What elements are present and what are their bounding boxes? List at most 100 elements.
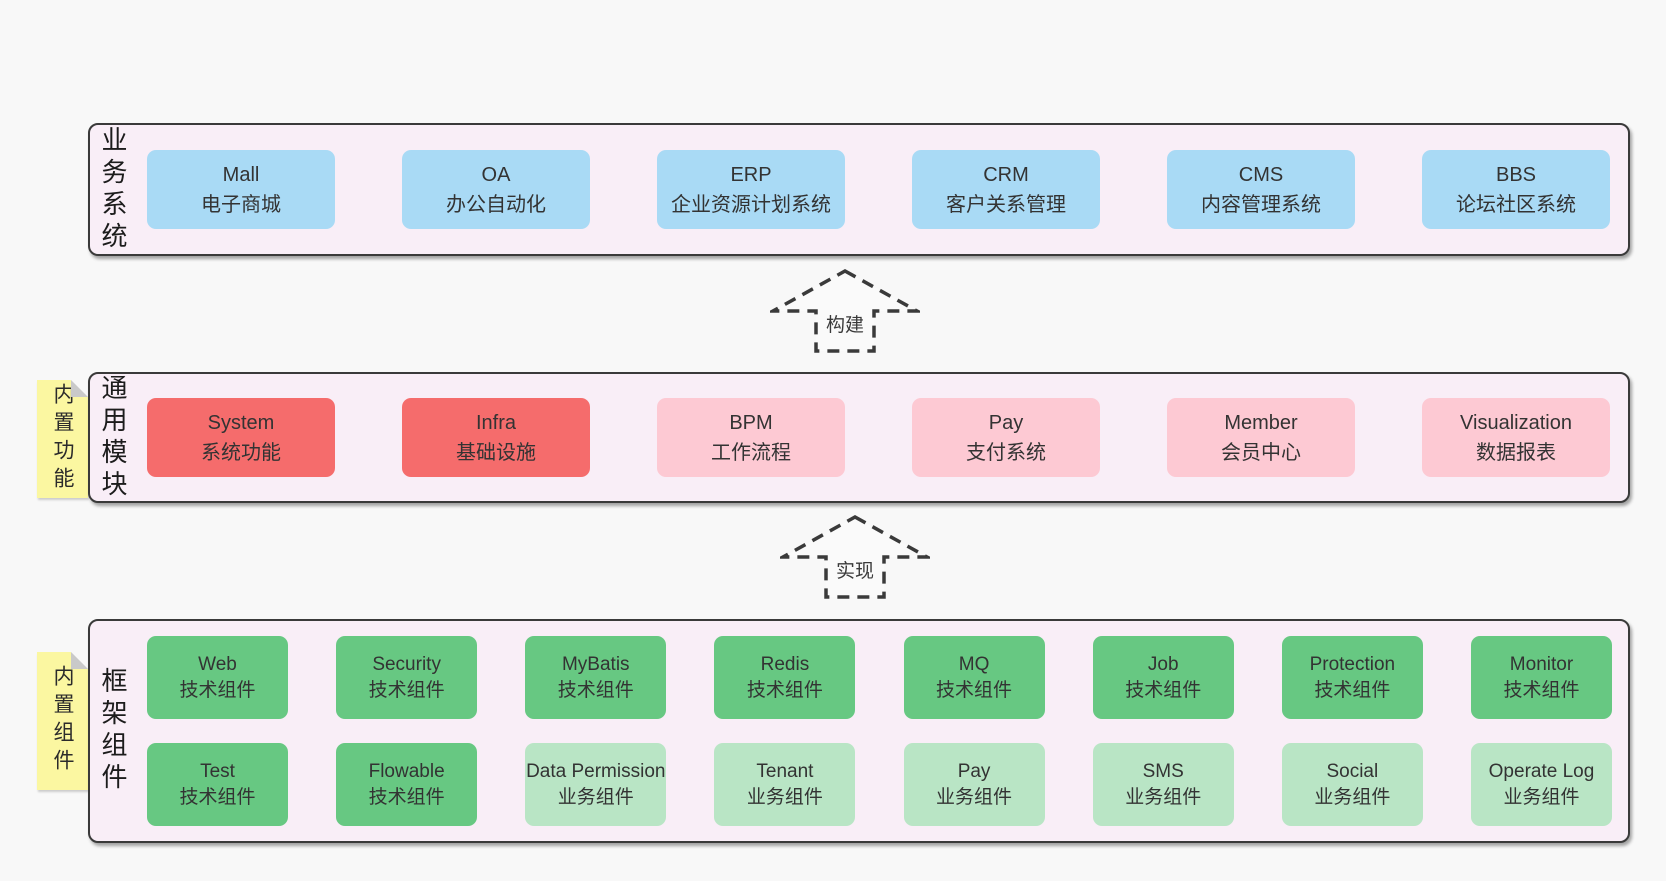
box-visualization: Visualization 数据报表 xyxy=(1422,398,1610,477)
box-subtitle: 内容管理系统 xyxy=(1201,193,1321,216)
box-job: Job 技术组件 xyxy=(1092,636,1234,719)
box-title: CRM xyxy=(983,163,1029,186)
box-subtitle: 技术组件 xyxy=(179,679,256,701)
components-row-2: Test 技术组件 Flowable 技术组件 Data Permission … xyxy=(147,743,1612,826)
box-subtitle: 业务组件 xyxy=(1125,786,1202,808)
box-title: Flowable xyxy=(368,760,445,782)
box-data-permission: Data Permission 业务组件 xyxy=(525,743,667,826)
box-subtitle: 技术组件 xyxy=(936,679,1013,701)
sticky-note-text: 内置功能 xyxy=(51,383,74,495)
box-subtitle: 基础设施 xyxy=(456,441,536,464)
business-boxes-row: Mall 电子商城 OA 办公自动化 ERP 企业资源计划系统 CRM 客户关系… xyxy=(147,125,1610,254)
box-title: Operate Log xyxy=(1488,760,1595,782)
box-title: System xyxy=(207,411,275,434)
box-title: Social xyxy=(1326,760,1379,782)
box-subtitle: 客户关系管理 xyxy=(946,193,1066,216)
box-oa: OA 办公自动化 xyxy=(402,150,590,229)
box-erp: ERP 企业资源计划系统 xyxy=(657,150,845,229)
box-title: Member xyxy=(1224,411,1298,434)
build-arrow: 构建 xyxy=(770,268,920,354)
components-layer-label: 框架组件 xyxy=(98,667,128,795)
sticky-note-built-in-components: 内置组件 xyxy=(37,652,88,790)
box-subtitle: 业务组件 xyxy=(1314,786,1391,808)
box-title: SMS xyxy=(1142,760,1184,782)
box-title: MyBatis xyxy=(561,653,630,675)
box-member: Member 会员中心 xyxy=(1167,398,1355,477)
box-bpm: BPM 工作流程 xyxy=(657,398,845,477)
box-pay-component: Pay 业务组件 xyxy=(903,743,1045,826)
box-subtitle: 技术组件 xyxy=(179,786,256,808)
box-subtitle: 企业资源计划系统 xyxy=(671,193,831,216)
box-subtitle: 业务组件 xyxy=(936,786,1013,808)
box-title: BPM xyxy=(729,411,773,434)
box-title: ERP xyxy=(730,163,772,186)
modules-boxes-row: System 系统功能 Infra 基础设施 BPM 工作流程 Pay 支付系统… xyxy=(147,374,1610,501)
box-test: Test 技术组件 xyxy=(147,743,288,826)
box-subtitle: 论坛社区系统 xyxy=(1456,193,1576,216)
box-subtitle: 会员中心 xyxy=(1221,441,1301,464)
box-subtitle: 业务组件 xyxy=(1503,786,1580,808)
box-sms: SMS 业务组件 xyxy=(1092,743,1234,826)
box-title: Tenant xyxy=(756,760,814,782)
box-subtitle: 数据报表 xyxy=(1476,441,1556,464)
box-subtitle: 支付系统 xyxy=(966,441,1046,464)
box-title: Web xyxy=(198,653,237,675)
box-title: Monitor xyxy=(1509,653,1574,675)
box-subtitle: 工作流程 xyxy=(711,441,791,464)
box-system: System 系统功能 xyxy=(147,398,335,477)
box-title: Redis xyxy=(760,653,810,675)
dashed-up-arrow-icon: 实现 xyxy=(780,514,930,599)
box-mybatis: MyBatis 技术组件 xyxy=(525,636,667,719)
box-subtitle: 技术组件 xyxy=(557,679,634,701)
box-protection: Protection 技术组件 xyxy=(1281,636,1423,719)
box-redis: Redis 技术组件 xyxy=(714,636,856,719)
box-subtitle: 系统功能 xyxy=(201,441,281,464)
modules-layer-label: 通用模块 xyxy=(98,373,128,502)
box-subtitle: 业务组件 xyxy=(557,786,634,808)
dashed-up-arrow-icon: 构建 xyxy=(770,268,920,353)
box-tenant: Tenant 业务组件 xyxy=(714,743,856,826)
box-mq: MQ 技术组件 xyxy=(903,636,1045,719)
build-arrow-label: 构建 xyxy=(826,314,864,336)
box-title: Visualization xyxy=(1460,411,1572,434)
box-subtitle: 技术组件 xyxy=(746,679,823,701)
components-row-1: Web 技术组件 Security 技术组件 MyBatis 技术组件 Redi… xyxy=(147,636,1612,719)
box-subtitle: 技术组件 xyxy=(1503,679,1580,701)
business-layer-label: 业务系统 xyxy=(98,125,128,254)
box-crm: CRM 客户关系管理 xyxy=(912,150,1100,229)
box-social: Social 业务组件 xyxy=(1281,743,1423,826)
box-subtitle: 电子商城 xyxy=(201,193,281,216)
components-grid: Web 技术组件 Security 技术组件 MyBatis 技术组件 Redi… xyxy=(147,621,1612,841)
box-title: Data Permission xyxy=(526,760,666,782)
box-title: OA xyxy=(481,163,511,186)
box-subtitle: 办公自动化 xyxy=(446,193,546,216)
box-title: CMS xyxy=(1238,163,1284,186)
box-web: Web 技术组件 xyxy=(147,636,288,719)
box-title: MQ xyxy=(958,653,990,675)
box-pay-module: Pay 支付系统 xyxy=(912,398,1100,477)
implement-arrow: 实现 xyxy=(780,514,930,600)
sticky-note-text: 内置组件 xyxy=(51,665,74,777)
box-title: Mall xyxy=(222,163,260,186)
business-layer-panel: 业务系统 Mall 电子商城 OA 办公自动化 ERP 企业资源计划系统 CRM… xyxy=(88,123,1630,256)
box-title: Protection xyxy=(1309,653,1396,675)
box-subtitle: 业务组件 xyxy=(746,786,823,808)
implement-arrow-label: 实现 xyxy=(836,560,874,582)
box-cms: CMS 内容管理系统 xyxy=(1167,150,1355,229)
box-security: Security 技术组件 xyxy=(336,636,478,719)
box-monitor: Monitor 技术组件 xyxy=(1470,636,1612,719)
box-subtitle: 技术组件 xyxy=(368,679,445,701)
box-title: Pay xyxy=(957,760,991,782)
box-infra: Infra 基础设施 xyxy=(402,398,590,477)
sticky-note-built-in-features: 内置功能 xyxy=(37,380,88,498)
box-subtitle: 技术组件 xyxy=(1314,679,1391,701)
box-title: Pay xyxy=(988,411,1024,434)
box-title: BBS xyxy=(1495,163,1537,186)
box-operate-log: Operate Log 业务组件 xyxy=(1470,743,1612,826)
box-title: Security xyxy=(372,653,441,675)
components-layer-panel: 框架组件 Web 技术组件 Security 技术组件 MyBatis 技术组件… xyxy=(88,619,1630,843)
box-subtitle: 技术组件 xyxy=(368,786,445,808)
box-flowable: Flowable 技术组件 xyxy=(336,743,478,826)
box-title: Test xyxy=(200,760,235,782)
box-bbs: BBS 论坛社区系统 xyxy=(1422,150,1610,229)
